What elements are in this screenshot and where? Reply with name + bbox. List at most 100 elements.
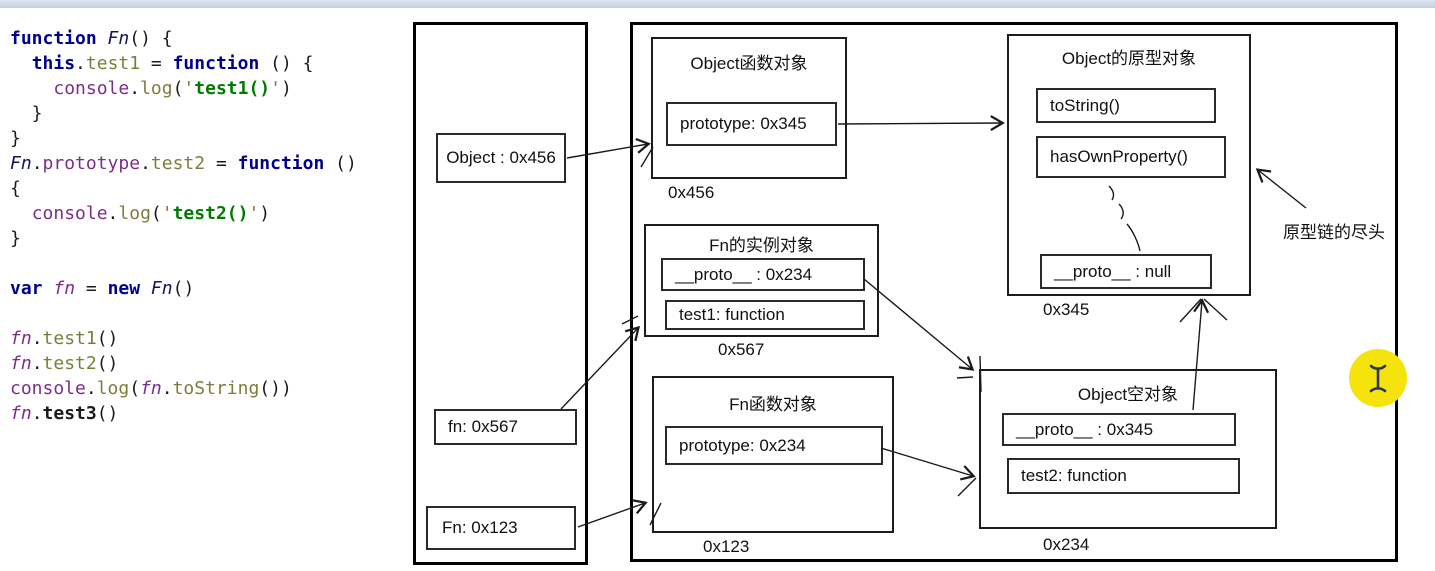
code-line: } bbox=[10, 226, 410, 251]
code-token: ) bbox=[280, 78, 292, 99]
code-token: . bbox=[140, 153, 151, 174]
code-token: ( bbox=[129, 378, 141, 399]
heap-box-object-empty: Object空对象 __proto__ : 0x345 test2: funct… bbox=[979, 369, 1277, 529]
code-token: () { bbox=[129, 28, 173, 49]
code-token: fn bbox=[10, 403, 32, 424]
slot-proto-null: __proto__ : null bbox=[1040, 254, 1212, 289]
code-token: prototype bbox=[42, 153, 141, 174]
code-line: } bbox=[10, 101, 410, 126]
code-token: console bbox=[31, 203, 108, 224]
code-token: } bbox=[10, 128, 21, 149]
code-token: . bbox=[31, 328, 43, 349]
heap-box-fn-function: Fn函数对象 prototype: 0x234 bbox=[652, 376, 894, 533]
code-token: () bbox=[96, 403, 119, 424]
code-token: () bbox=[324, 153, 357, 174]
stack-ref-Fn: Fn: 0x123 bbox=[426, 506, 576, 550]
code-block: function Fn() { this.test1 = function ()… bbox=[10, 26, 410, 426]
code-token: test3 bbox=[42, 403, 97, 424]
code-token: function bbox=[237, 153, 325, 174]
code-token: { bbox=[10, 178, 21, 199]
code-token: () bbox=[96, 328, 119, 349]
code-token: function bbox=[172, 53, 260, 74]
stack-panel bbox=[413, 22, 588, 565]
code-token: new bbox=[107, 278, 141, 299]
slot-prototype: prototype: 0x234 bbox=[665, 426, 883, 465]
code-token: var bbox=[10, 278, 43, 299]
code-token: Fn bbox=[10, 153, 32, 174]
slot-proto-0x234: __proto__ : 0x234 bbox=[661, 258, 865, 291]
code-token: Fn bbox=[107, 28, 130, 49]
slot-toString: toString() bbox=[1036, 88, 1216, 123]
code-line bbox=[10, 251, 410, 276]
code-token: fn bbox=[10, 353, 32, 374]
code-token: () { bbox=[259, 53, 314, 74]
code-token: () bbox=[172, 278, 195, 299]
address-label: 0x456 bbox=[668, 183, 715, 202]
address-label: 0x123 bbox=[703, 537, 750, 556]
code-line: { bbox=[10, 176, 410, 201]
address-label: 0x345 bbox=[1043, 300, 1090, 319]
code-line bbox=[10, 301, 410, 326]
code-token: function bbox=[10, 28, 97, 49]
code-line: console.log('test2()') bbox=[10, 201, 410, 226]
slot-prototype: prototype: 0x345 bbox=[666, 102, 837, 146]
code-line: console.log('test1()') bbox=[10, 76, 410, 101]
code-token: ( bbox=[150, 203, 162, 224]
code-token: test2() bbox=[172, 203, 249, 224]
code-line: } bbox=[10, 126, 410, 151]
code-token: ' bbox=[183, 78, 195, 99]
slot-test1: test1: function bbox=[665, 300, 865, 330]
code-token: ( bbox=[172, 78, 184, 99]
code-token: = bbox=[140, 53, 173, 74]
code-token: ) bbox=[259, 203, 271, 224]
code-token: . bbox=[129, 78, 141, 99]
heap-box-object-function: Object函数对象 prototype: 0x345 bbox=[651, 37, 847, 179]
code-line: fn.test2() bbox=[10, 351, 410, 376]
code-token bbox=[43, 278, 54, 299]
code-line: console.log(fn.toString()) bbox=[10, 376, 410, 401]
heap-box-title: Object空对象 bbox=[1077, 385, 1179, 404]
code-token: . bbox=[31, 403, 43, 424]
slot-proto-0x345: __proto__ : 0x345 bbox=[1002, 413, 1236, 446]
code-line: this.test1 = function () { bbox=[10, 51, 410, 76]
code-token: log bbox=[118, 203, 151, 224]
slot-test2: test2: function bbox=[1007, 458, 1240, 494]
heap-box-title: Fn函数对象 bbox=[729, 395, 817, 414]
code-token: test1 bbox=[42, 328, 97, 349]
code-line: fn.test3() bbox=[10, 401, 410, 426]
code-token: . bbox=[85, 378, 97, 399]
heap-box-title: Object的原型对象 bbox=[1061, 49, 1197, 68]
code-token: log bbox=[96, 378, 130, 399]
code-token: Fn bbox=[150, 278, 173, 299]
heap-box-object-prototype: Object的原型对象 toString() hasOwnProperty() … bbox=[1007, 34, 1251, 296]
code-token: } bbox=[10, 103, 43, 124]
code-token bbox=[10, 78, 53, 99]
code-token bbox=[10, 53, 32, 74]
code-token: . bbox=[75, 53, 86, 74]
code-token: toString bbox=[172, 378, 260, 399]
code-line: var fn = new Fn() bbox=[10, 276, 410, 301]
code-token: test1 bbox=[85, 53, 141, 74]
slot-hasOwnProperty: hasOwnProperty() bbox=[1036, 136, 1226, 178]
address-label: 0x234 bbox=[1043, 535, 1090, 554]
code-token: = bbox=[75, 278, 108, 299]
code-token: test1() bbox=[194, 78, 271, 99]
code-token: ' bbox=[248, 203, 260, 224]
code-token: fn bbox=[140, 378, 162, 399]
code-token: console bbox=[10, 378, 86, 399]
code-token: fn bbox=[10, 328, 32, 349]
code-token bbox=[140, 278, 151, 299]
code-token: . bbox=[161, 378, 173, 399]
code-line: Fn.prototype.test2 = function () bbox=[10, 151, 410, 176]
code-token: . bbox=[31, 153, 43, 174]
code-token: . bbox=[107, 203, 119, 224]
code-token: ' bbox=[270, 78, 281, 99]
heap-box-fn-instance: Fn的实例对象 __proto__ : 0x234 test1: functio… bbox=[644, 224, 879, 337]
heap-box-title: Object函数对象 bbox=[690, 54, 808, 73]
window-top-strip bbox=[0, 0, 1435, 8]
code-token: test2 bbox=[150, 153, 206, 174]
code-token: } bbox=[10, 228, 21, 249]
code-line: function Fn() { bbox=[10, 26, 410, 51]
code-token: ()) bbox=[259, 378, 292, 399]
code-line: fn.test1() bbox=[10, 326, 410, 351]
